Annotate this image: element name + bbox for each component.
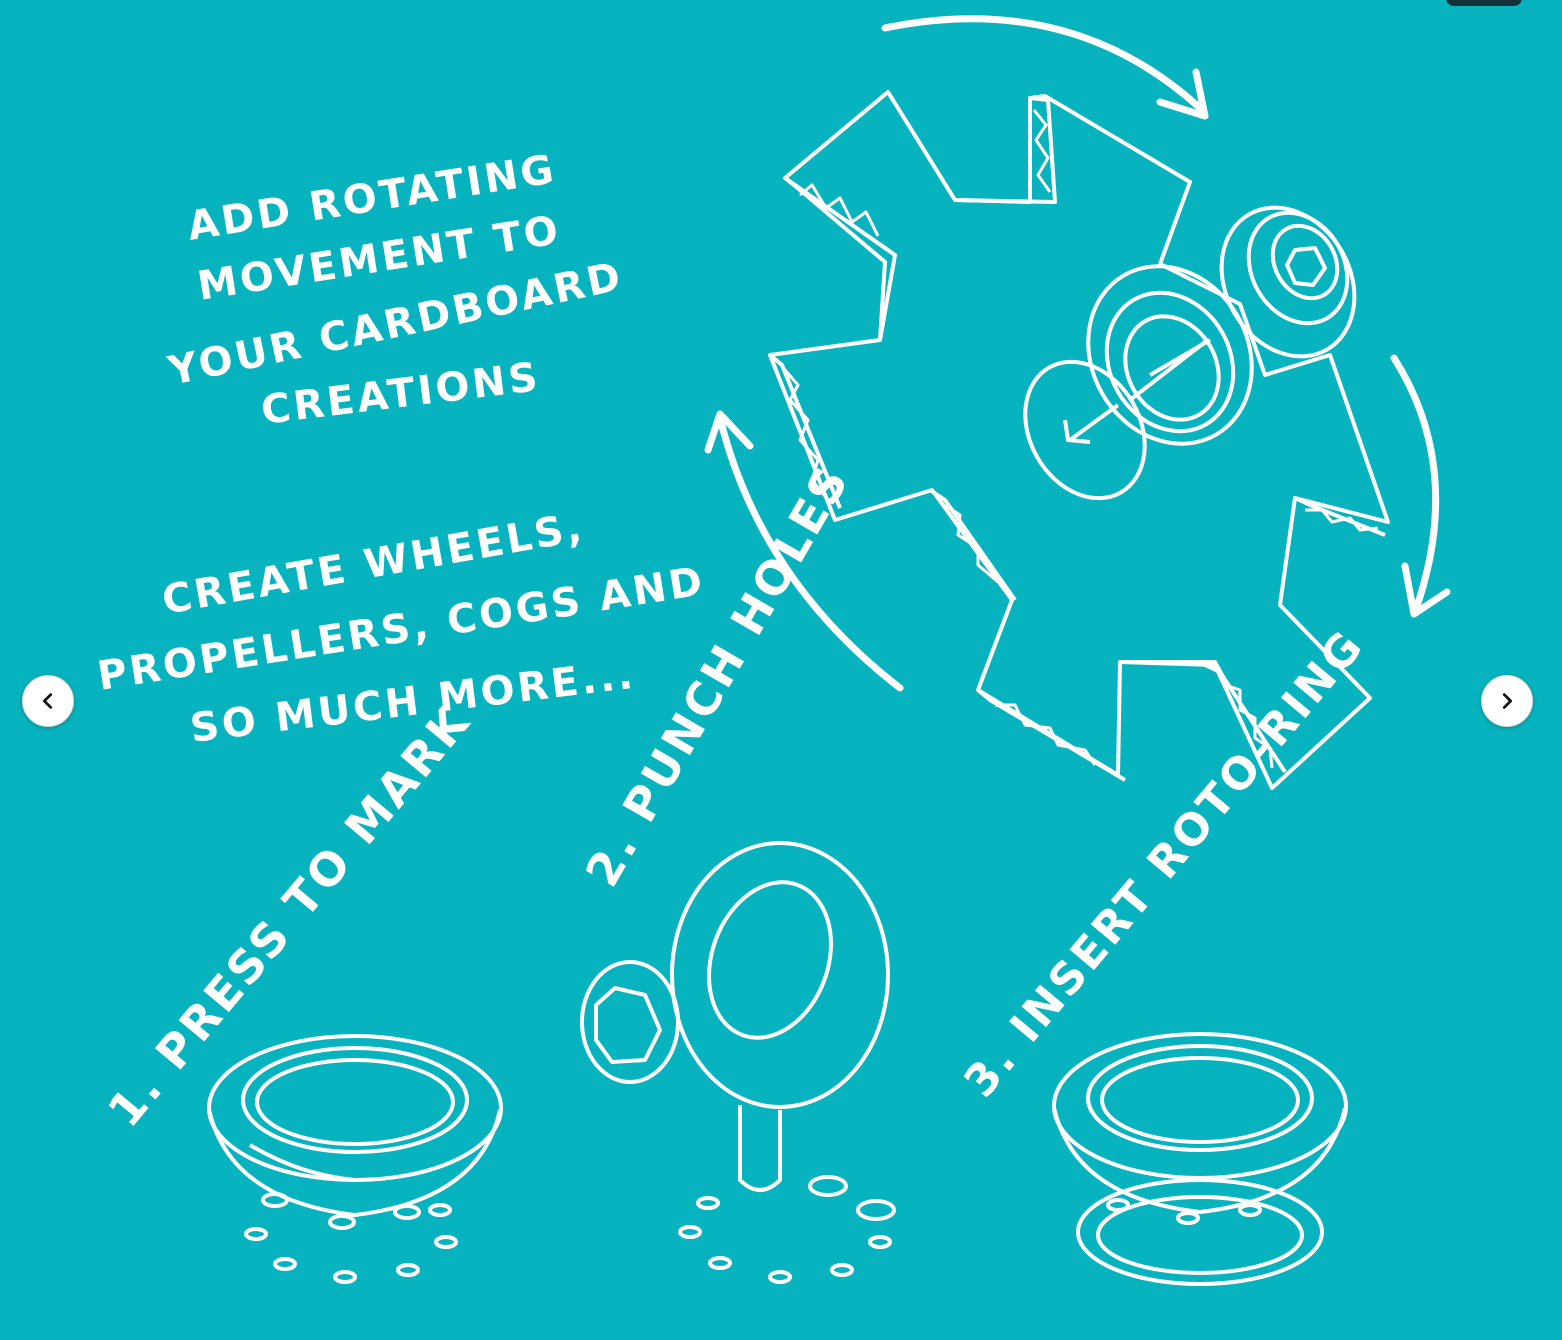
heading: ADD ROTATING MOVEMENT TO YOUR CARDBOARD …: [164, 146, 628, 434]
step-1-ring: [207, 1034, 503, 1284]
step-2-punch: [580, 841, 896, 1284]
chevron-right-icon: [1502, 693, 1513, 709]
carousel-prev-button[interactable]: [22, 675, 74, 727]
top-indicator: [1446, 0, 1522, 6]
rotation-arrows: [704, 15, 1451, 692]
step-illustrations: [207, 841, 1348, 1286]
cardboard-cog: [768, 90, 1390, 790]
carousel-next-button[interactable]: [1481, 675, 1533, 727]
subheading: CREATE WHEELS, PROPELLERS, COGS AND SO M…: [94, 504, 708, 752]
arrow-right: [1390, 354, 1440, 616]
chevron-left-icon: [42, 693, 53, 709]
arrow-top: [881, 15, 1204, 112]
step-3-ring: [1052, 1032, 1348, 1286]
arrow-left: [716, 414, 904, 692]
